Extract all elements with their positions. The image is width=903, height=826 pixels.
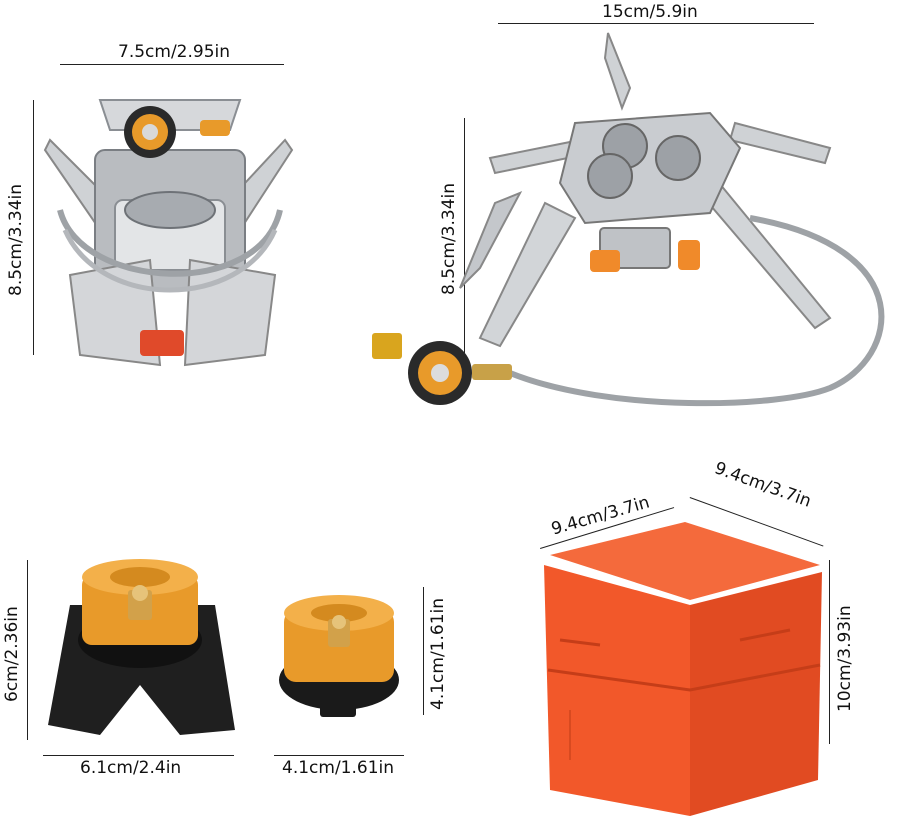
folded-stove-height-line xyxy=(33,100,34,355)
adapter-base-height-line xyxy=(27,560,28,740)
storage-case-image xyxy=(544,522,822,816)
adapter-base-height-label: 6cm/2.36in xyxy=(2,606,22,702)
folded-stove-image xyxy=(43,99,294,367)
case-height-line xyxy=(829,560,830,744)
open-stove-width-line xyxy=(498,23,814,24)
adapter-base-width-line xyxy=(43,755,234,756)
folded-stove-height-label: 8.5cm/3.34in xyxy=(6,183,26,296)
folded-stove-width-label: 7.5cm/2.95in xyxy=(118,42,231,62)
adapter-base-image xyxy=(48,559,235,735)
open-stove-width-label: 15cm/5.9in xyxy=(602,2,698,22)
adapter-base-width-label: 6.1cm/2.4in xyxy=(80,758,182,778)
adapter-small-width-line xyxy=(274,755,404,756)
adapter-small-image xyxy=(279,595,399,717)
adapter-small-height-label: 4.1cm/1.61in xyxy=(428,597,448,710)
adapter-small-height-line xyxy=(423,587,424,715)
open-stove-height-line xyxy=(464,118,465,354)
open-stove-image xyxy=(372,32,885,407)
folded-stove-width-line xyxy=(60,64,284,65)
case-height-label: 10cm/3.93in xyxy=(835,605,855,712)
adapter-small-width-label: 4.1cm/1.61in xyxy=(282,758,395,778)
case-width-label: 9.4cm/3.7in xyxy=(711,458,814,512)
